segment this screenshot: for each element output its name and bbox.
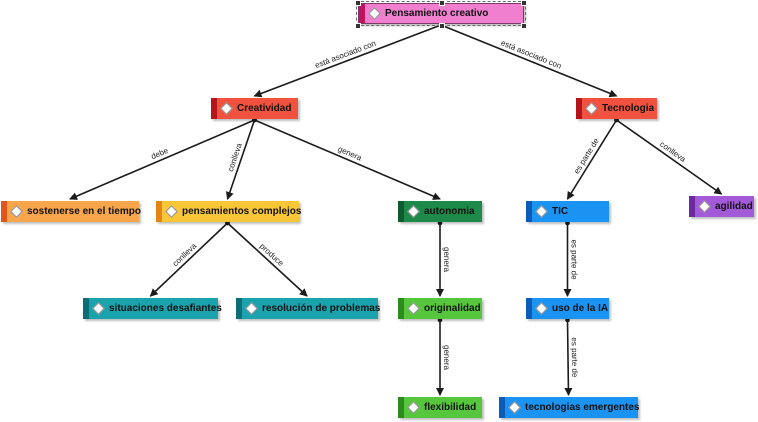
concept-diamond-icon — [508, 401, 521, 414]
edge-label: genera — [442, 247, 451, 272]
node-flexibilidad[interactable]: flexibilidad — [398, 397, 482, 418]
node-color-band — [398, 298, 404, 319]
selection-handle[interactable] — [439, 23, 445, 29]
node-creatividad[interactable]: Creatividad — [211, 98, 298, 119]
edge-creatividad-autonomia[interactable] — [254, 119, 441, 200]
edge-creatividad-pensamientos[interactable] — [225, 119, 256, 200]
node-label: Tecnologia — [602, 103, 655, 114]
node-label: sostenerse en el tiempo — [27, 206, 141, 217]
concept-diamond-icon — [220, 102, 233, 115]
node-color-band — [526, 201, 532, 222]
concept-diamond-icon — [585, 102, 598, 115]
edge-creatividad-sostenerse[interactable] — [69, 119, 255, 200]
node-resolucion-de-problemas[interactable]: resolución de problemas — [236, 298, 381, 319]
concept-diamond-icon — [407, 401, 420, 414]
node-color-band — [236, 298, 242, 319]
edge-label: está asociado con — [500, 38, 563, 71]
edge-label: está asociado con — [314, 39, 377, 70]
selection-handle[interactable] — [521, 0, 527, 6]
concept-diamond-icon — [535, 205, 548, 218]
node-color-band — [398, 201, 404, 222]
node-sostenerse-en-el-tiempo[interactable]: sostenerse en el tiempo — [1, 201, 141, 222]
edge-pensamientos-situaciones[interactable] — [149, 222, 229, 297]
edge-tecnologia-agilidad[interactable] — [616, 119, 723, 195]
node-originalidad[interactable]: originalidad — [398, 298, 482, 319]
concept-diamond-icon — [165, 205, 178, 218]
edge-label: es parte de — [570, 337, 580, 378]
concept-diamond-icon — [92, 302, 105, 315]
concept-diamond-icon — [245, 302, 258, 315]
edge-pensamiento-tecnologia[interactable] — [440, 24, 618, 98]
concept-diamond-icon — [407, 302, 420, 315]
edge-label: debe — [150, 146, 170, 162]
node-label: situaciones desafiantes — [109, 303, 222, 314]
node-color-band — [526, 298, 532, 319]
node-label: originalidad — [424, 303, 481, 314]
node-color-band — [359, 4, 365, 23]
node-color-band — [156, 201, 162, 222]
selection-handle[interactable] — [355, 0, 361, 6]
node-label: autonomia — [424, 206, 475, 217]
node-situaciones-desafiantes[interactable]: situaciones desafiantes — [83, 298, 222, 319]
edge-uso_ia-tecnologias[interactable] — [564, 319, 573, 396]
node-autonomia[interactable]: autonomia — [398, 201, 482, 222]
node-label: pensamientos complejos — [182, 206, 302, 217]
edge-label: genera — [442, 345, 451, 370]
edge-label: es parte de — [570, 239, 579, 280]
node-agilidad[interactable]: agilidad — [689, 196, 754, 217]
concept-diamond-icon — [535, 302, 548, 315]
node-uso-de-la-ia[interactable]: uso de la IA — [526, 298, 609, 319]
node-label: resolución de problemas — [262, 303, 381, 314]
node-color-band — [83, 298, 89, 319]
edge-pensamiento-creatividad[interactable] — [253, 24, 442, 98]
node-label: Pensamiento creativo — [385, 8, 489, 19]
node-label: flexibilidad — [424, 402, 477, 413]
node-tic[interactable]: TIC — [526, 201, 609, 222]
node-color-band — [211, 98, 217, 119]
edge-pensamientos-resolucion[interactable] — [226, 222, 308, 297]
concept-diamond-icon — [368, 7, 381, 20]
node-color-band — [1, 201, 7, 222]
node-tecnologias-emergentes[interactable]: tecnologias emergentes — [499, 397, 640, 418]
node-label: agilidad — [715, 201, 753, 212]
node-label: TIC — [552, 206, 569, 217]
selection-handle[interactable] — [355, 23, 361, 29]
node-label: uso de la IA — [552, 303, 609, 314]
selection-handle[interactable] — [521, 23, 527, 29]
node-color-band — [499, 397, 505, 418]
node-color-band — [576, 98, 582, 119]
node-color-band — [398, 397, 404, 418]
node-tecnologia[interactable]: Tecnologia — [576, 98, 657, 119]
concept-diamond-icon — [10, 205, 23, 218]
node-pensamiento-creativo[interactable]: Pensamiento creativo — [356, 1, 526, 26]
concept-diamond-icon — [698, 200, 711, 213]
node-color-band — [689, 196, 695, 217]
concept-diamond-icon — [407, 205, 420, 218]
selection-handle[interactable] — [439, 0, 445, 6]
node-label: Creatividad — [237, 103, 292, 114]
edge-tecnologia-tic[interactable] — [566, 119, 618, 200]
node-label: tecnologias emergentes — [525, 402, 640, 413]
node-pensamientos-complejos[interactable]: pensamientos complejos — [156, 201, 302, 222]
